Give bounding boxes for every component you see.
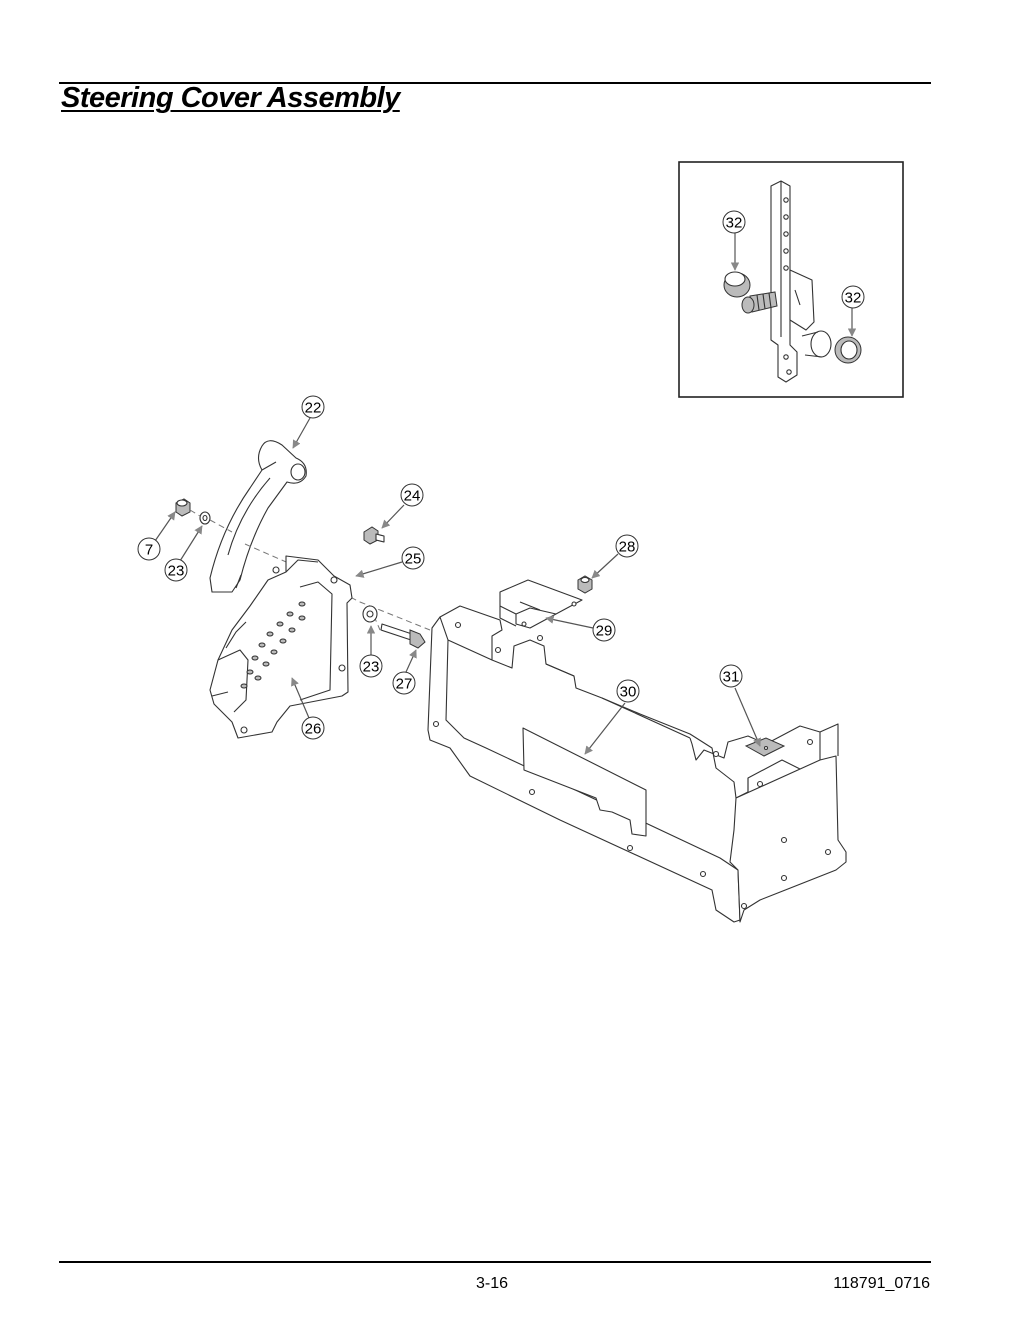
- callout-22: 22: [301, 395, 325, 419]
- bushing-left: [723, 271, 751, 298]
- callout-27: 27: [392, 671, 416, 695]
- part-30-steering-cover: [427, 605, 847, 923]
- callout-32-inset-right: 32: [841, 285, 865, 309]
- callout-7: 7: [137, 537, 161, 561]
- cover-plate-holes: [240, 601, 306, 689]
- svg-text:23: 23: [363, 659, 380, 676]
- svg-text:27: 27: [396, 676, 413, 693]
- callout-23-left: 23: [164, 558, 188, 582]
- inset-detail: [678, 161, 904, 398]
- callout-25: 25: [401, 546, 425, 570]
- svg-text:22: 22: [305, 400, 322, 417]
- svg-text:26: 26: [305, 721, 322, 738]
- part-23-washer-left: [199, 511, 211, 525]
- part-28-nut: [577, 575, 593, 594]
- callout-29: 29: [592, 618, 616, 642]
- svg-text:24: 24: [404, 488, 421, 505]
- header-rule: [59, 82, 931, 84]
- svg-text:31: 31: [723, 669, 740, 686]
- callout-24: 24: [400, 483, 424, 507]
- svg-text:7: 7: [145, 542, 153, 559]
- document-code: 118791_0716: [833, 1275, 930, 1292]
- callout-28: 28: [615, 534, 639, 558]
- svg-text:32: 32: [726, 215, 743, 232]
- part-29-bracket: [499, 579, 583, 629]
- part-26-cover-plate: [209, 555, 353, 739]
- svg-text:32: 32: [845, 290, 862, 307]
- callout-30: 30: [616, 679, 640, 703]
- svg-text:30: 30: [620, 684, 637, 701]
- callout-26: 26: [301, 716, 325, 740]
- callout-23-right: 23: [359, 654, 383, 678]
- page-title: Steering Cover Assembly: [61, 82, 400, 114]
- svg-text:23: 23: [168, 563, 185, 580]
- part-7-nut: [175, 498, 191, 517]
- callout-31: 31: [719, 664, 743, 688]
- svg-text:29: 29: [596, 623, 613, 640]
- footer-rule: [59, 1261, 931, 1263]
- bushing-right: [834, 336, 862, 364]
- svg-text:28: 28: [619, 539, 636, 556]
- part-27-bolt: [380, 623, 426, 649]
- leader-lines: [154, 233, 857, 755]
- page-number: 3-16: [476, 1275, 509, 1292]
- part-22-lever: [209, 440, 307, 593]
- callout-32-inset-left: 32: [722, 210, 746, 234]
- part-24-screw: [363, 526, 385, 545]
- svg-text:25: 25: [405, 551, 422, 568]
- part-23-washer-right: [362, 605, 378, 623]
